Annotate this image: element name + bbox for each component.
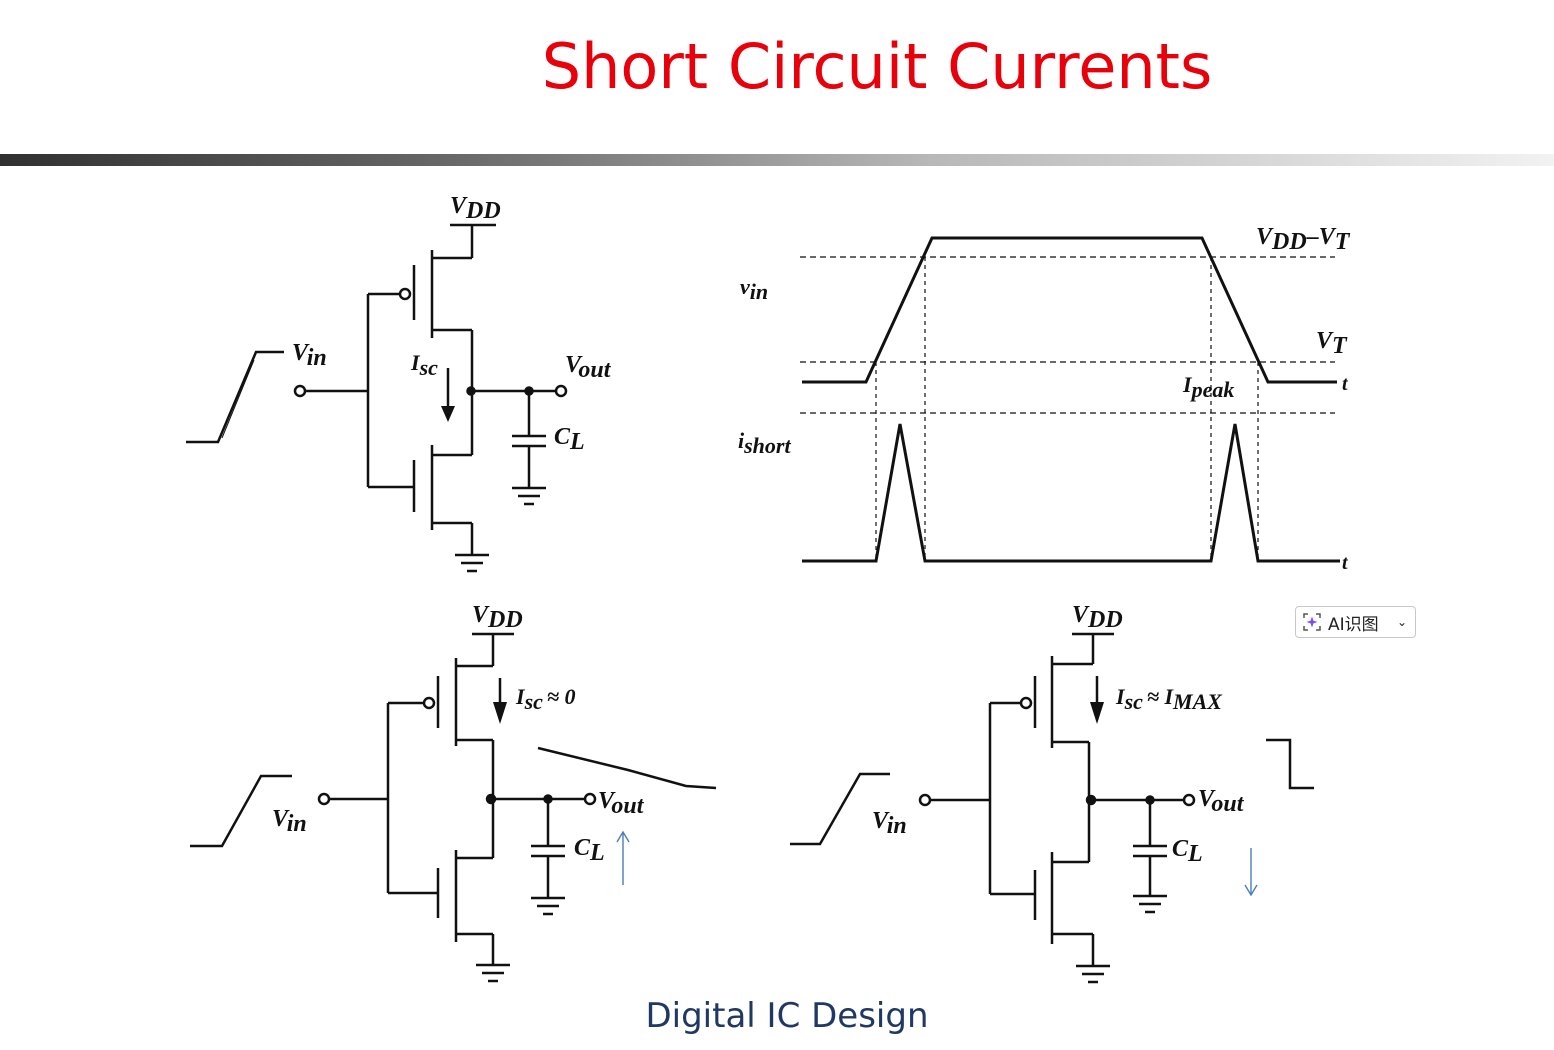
vin-wave-label: v	[740, 274, 750, 299]
vdd-label: V	[450, 193, 468, 219]
isc-zero-arrow-icon	[493, 702, 507, 724]
waveform-plot: vin VDD–VT VT Ipeak ishort t t	[738, 224, 1351, 574]
svg-text:Ipeak: Ipeak	[1182, 372, 1234, 402]
svg-text:CL: CL	[574, 835, 605, 866]
vin-label: V	[872, 808, 890, 834]
cl-label: C	[1172, 836, 1189, 862]
svg-text:Vin: Vin	[292, 340, 327, 371]
chevron-down-icon[interactable]: ⌄	[1396, 615, 1407, 629]
vdd-label: V	[472, 602, 490, 628]
svg-text:Isc: Isc	[410, 350, 438, 380]
svg-text:VDD–VT: VDD–VT	[1256, 224, 1351, 255]
svg-text:Vin: Vin	[272, 806, 307, 837]
time-axis-label: t	[1342, 373, 1349, 395]
title-divider	[0, 154, 1554, 166]
svg-text:vin: vin	[740, 274, 768, 304]
svg-text:Vout: Vout	[1198, 786, 1245, 817]
slide-footer: Digital IC Design	[645, 996, 929, 1036]
isc-max-arrow-icon	[1090, 702, 1104, 724]
ai-recognize-label: AI识图	[1328, 614, 1379, 635]
cl-label: C	[554, 424, 571, 450]
ishort-label: i	[738, 428, 745, 453]
svg-text:Vin: Vin	[872, 808, 907, 839]
vdd-label: V	[1072, 602, 1090, 628]
svg-text:Isc≈ IMAX: Isc≈ IMAX	[1115, 684, 1223, 714]
vin-label: V	[292, 340, 310, 366]
ipeak-label: I	[1182, 372, 1193, 397]
svg-text:CL: CL	[554, 424, 585, 455]
vin-label: V	[272, 806, 290, 832]
ai-recognize-button[interactable]: AI识图 ⌄	[1295, 606, 1416, 638]
isc-max-label: I	[1115, 684, 1126, 709]
svg-text:VT: VT	[1316, 328, 1348, 359]
slide-title: Short Circuit Currents	[541, 30, 1213, 103]
svg-text:VDD: VDD	[1072, 602, 1123, 633]
svg-text:Vout: Vout	[565, 352, 612, 383]
svg-text:CL: CL	[1172, 836, 1203, 867]
ai-sparkle-icon	[1303, 613, 1321, 631]
isc-arrow-icon	[441, 406, 455, 422]
top-inverter: VDD Vin Vout Isc CL	[186, 193, 612, 573]
isc-zero-label: I	[515, 684, 526, 709]
svg-text:VDD: VDD	[472, 602, 523, 633]
svg-text:Vout: Vout	[598, 788, 645, 819]
time-axis-label-bottom: t	[1342, 552, 1349, 574]
svg-text:VDD: VDD	[450, 193, 501, 224]
svg-text:ishort: ishort	[738, 428, 791, 458]
inverter-discharging: VDD Isc≈ IMAX Vin Vout CL	[790, 602, 1314, 984]
inverter-charging: VDD Isc≈ 0 Vin Vout CL	[190, 602, 717, 983]
cl-label: C	[574, 835, 591, 861]
vdd-vt-label: V	[1256, 224, 1274, 250]
isc-label: I	[410, 350, 421, 375]
svg-text:Isc≈ 0: Isc≈ 0	[515, 684, 575, 714]
vt-label: V	[1316, 328, 1334, 354]
